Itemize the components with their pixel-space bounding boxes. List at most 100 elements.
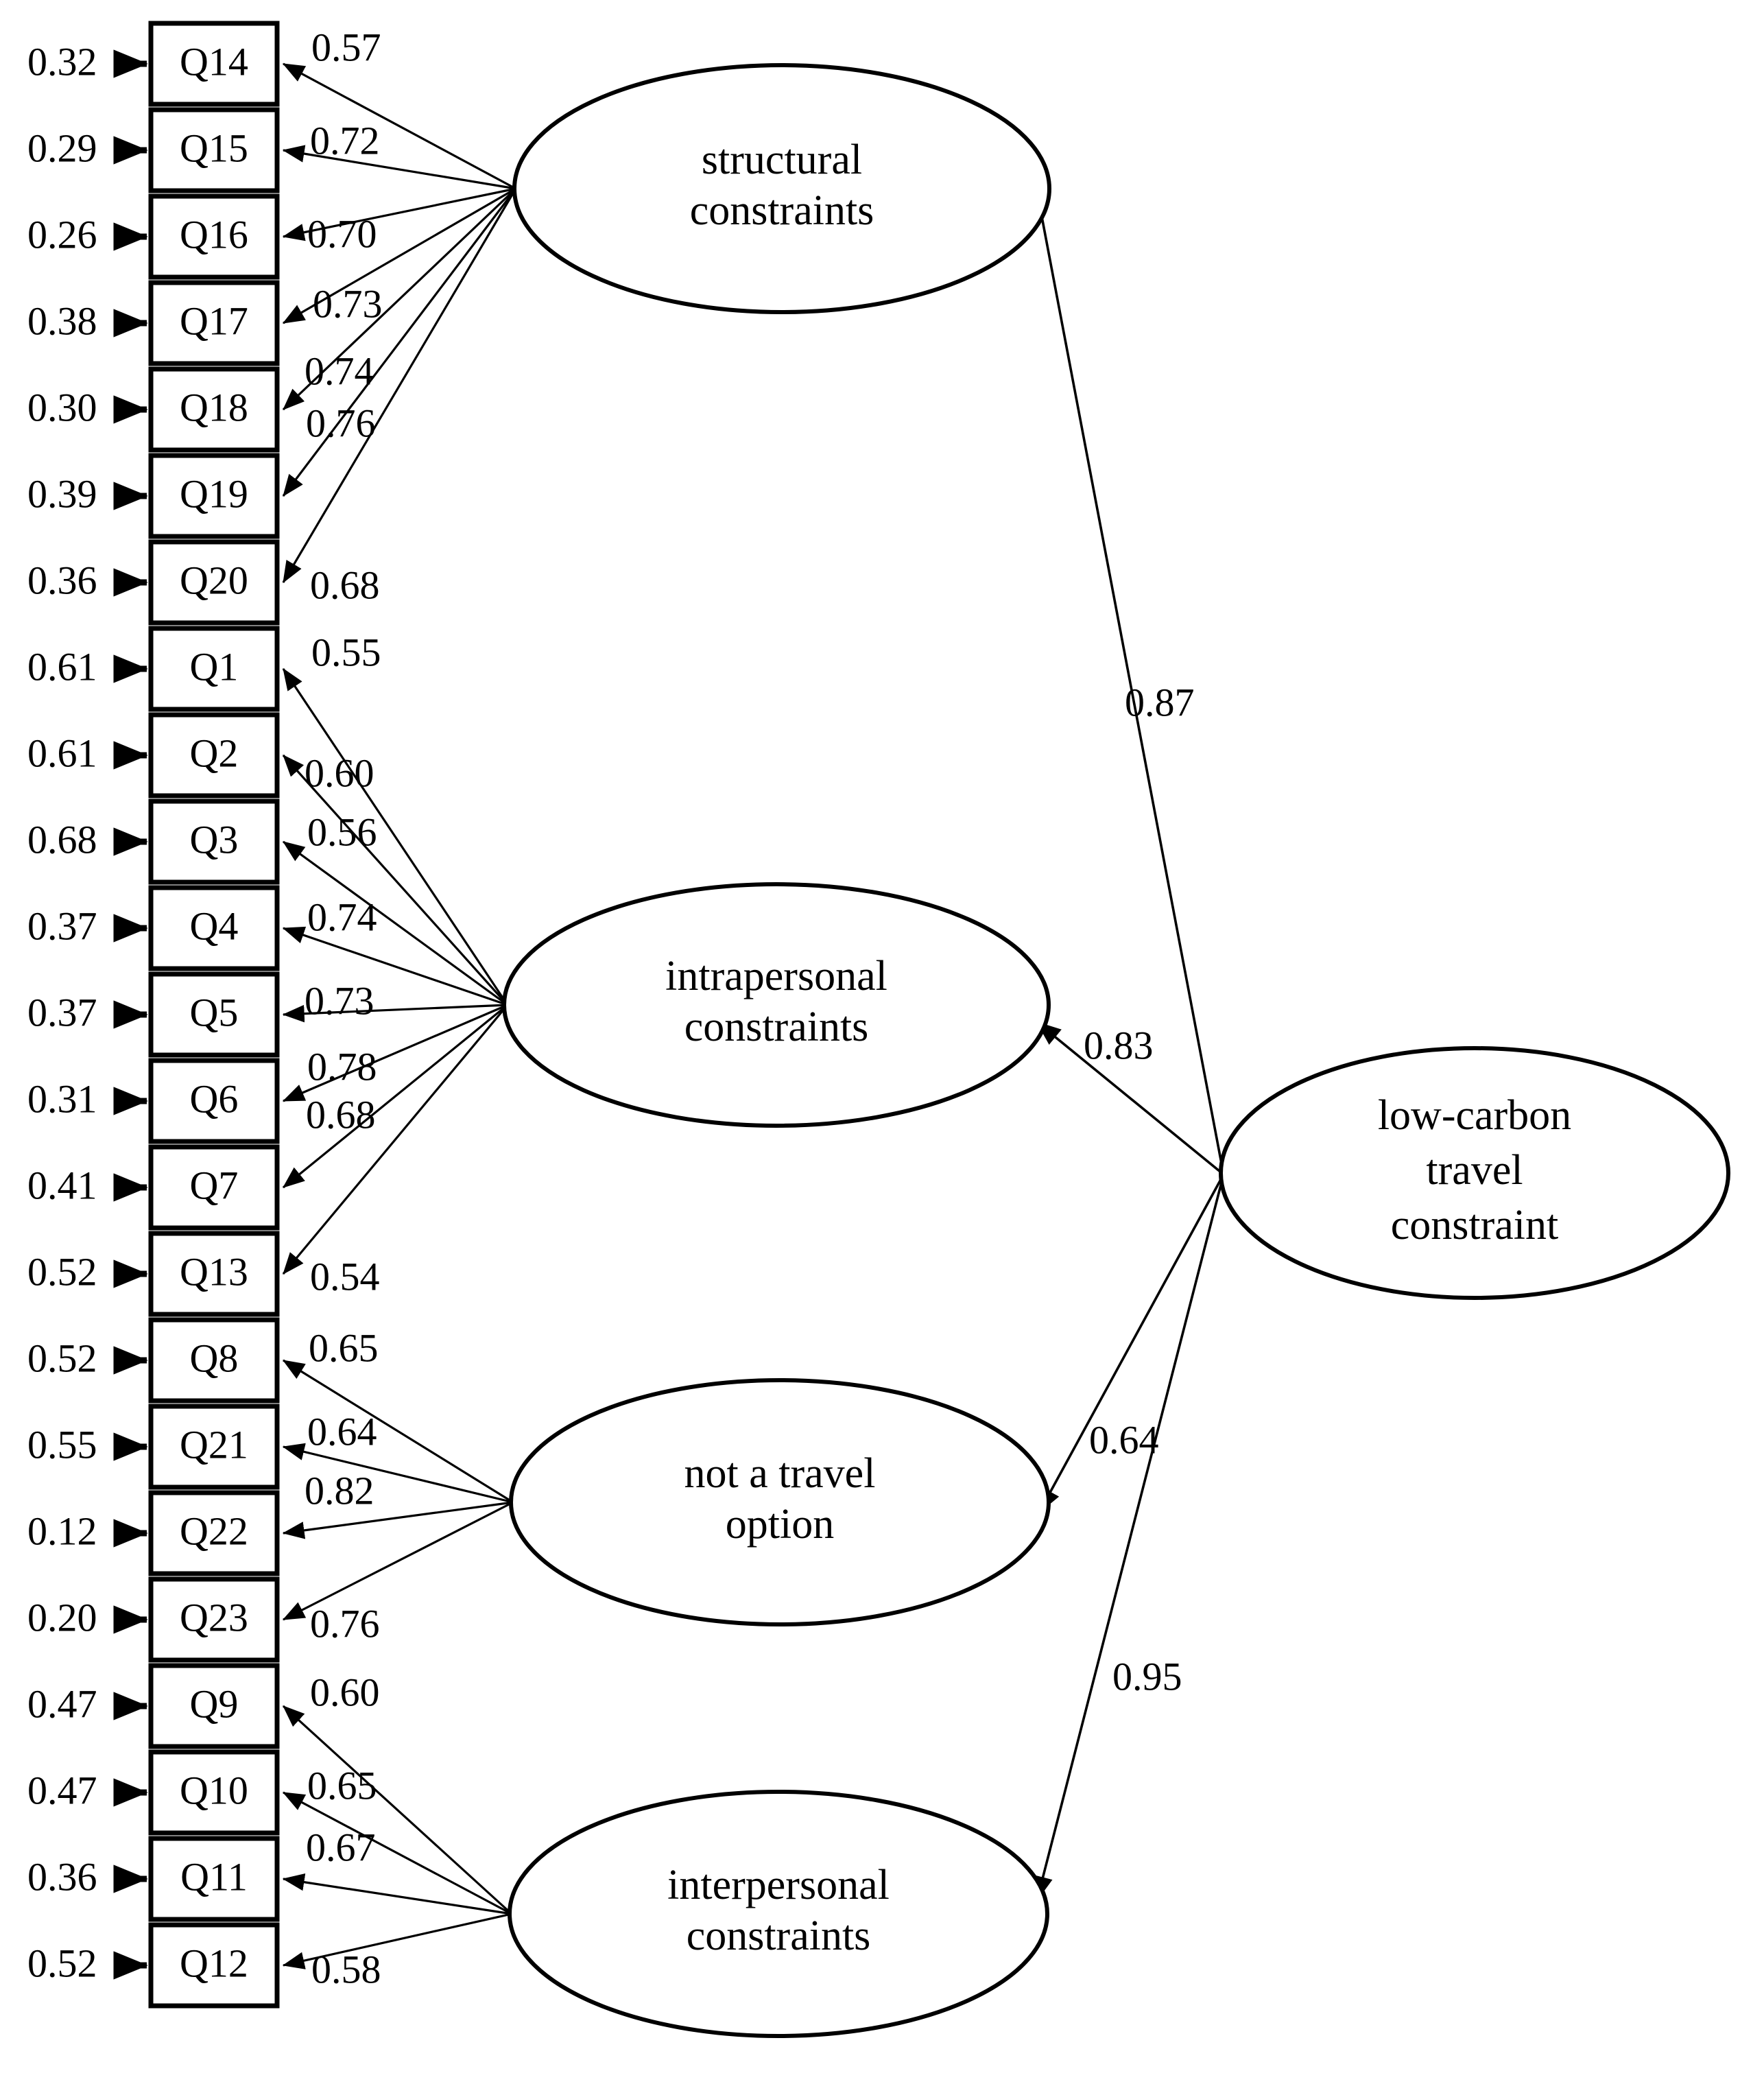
structural-path-value-interpersonal: 0.95: [1112, 1654, 1182, 1699]
loading-value-Q18: 0.74: [305, 348, 374, 393]
loading-path-interpersonal-Q9: [282, 1705, 513, 1915]
error-value-Q8: 0.52: [27, 1336, 97, 1380]
indicator-label-Q20: Q20: [180, 558, 248, 602]
loading-value-Q14: 0.57: [311, 25, 381, 69]
indicator-box-Q23[interactable]: [148, 1576, 280, 1663]
loading-path-not_a_travel_option-Q21: [282, 1443, 514, 1504]
indicator-label-Q12: Q12: [180, 1941, 248, 1985]
error-value-Q12: 0.52: [27, 1941, 97, 1985]
indicator-box-Q17[interactable]: [148, 280, 280, 366]
structural-path-value-structural: 0.87: [1125, 680, 1195, 724]
structural-path-second-order-to-intrapersonal: [1036, 1021, 1225, 1176]
structural-path-value-not_a_travel_option: 0.64: [1089, 1417, 1159, 1462]
indicator-box-Q1[interactable]: [148, 626, 280, 712]
loading-value-Q22: 0.82: [305, 1468, 374, 1513]
loading-path-intrapersonal-Q6: [282, 1004, 508, 1102]
factor-ellipse-interpersonal[interactable]: [508, 1790, 1049, 2038]
indicator-box-Q3[interactable]: [148, 798, 280, 885]
factor-label-structural-line1: structural: [702, 137, 862, 183]
loading-value-Q13: 0.54: [310, 1254, 380, 1299]
loading-value-Q12: 0.58: [311, 1947, 381, 1991]
loading-path-interpersonal-Q10: [282, 1791, 512, 1915]
loading-path-intrapersonal-Q5: [282, 1004, 508, 1023]
loading-value-Q9: 0.60: [310, 1670, 380, 1714]
loading-value-Q1: 0.55: [311, 630, 381, 674]
error-value-Q3: 0.68: [27, 817, 97, 862]
indicator-label-Q13: Q13: [180, 1249, 248, 1294]
indicator-box-Q9[interactable]: [148, 1663, 280, 1749]
loading-path-structural-Q17: [282, 187, 516, 324]
loading-value-Q5: 0.73: [305, 978, 374, 1023]
indicator-box-Q18[interactable]: [148, 366, 280, 453]
indicator-label-Q21: Q21: [180, 1422, 248, 1467]
indicator-box-Q11[interactable]: [148, 1836, 280, 1922]
loading-path-intrapersonal-Q13: [282, 1004, 509, 1275]
error-value-Q15: 0.29: [27, 126, 97, 170]
factor-label-interpersonal-line2: constraints: [687, 1913, 871, 1959]
indicator-box-Q2[interactable]: [148, 712, 280, 798]
indicator-label-Q22: Q22: [180, 1508, 248, 1553]
error-value-Q10: 0.47: [27, 1768, 97, 1812]
indicator-box-Q6[interactable]: [148, 1058, 280, 1144]
second-order-label-line1: low-carbon: [1378, 1092, 1571, 1139]
indicator-box-Q13[interactable]: [148, 1231, 280, 1317]
second-order-label-line3: constraint: [1391, 1202, 1559, 1248]
indicator-box-Q8[interactable]: [148, 1317, 280, 1404]
error-value-Q11: 0.36: [27, 1854, 97, 1899]
error-value-Q22: 0.12: [27, 1508, 97, 1553]
factor-ellipse-intrapersonal[interactable]: [502, 882, 1051, 1128]
indicator-box-Q15[interactable]: [148, 107, 280, 193]
indicator-box-Q7[interactable]: [148, 1144, 280, 1231]
loading-value-Q3: 0.56: [307, 809, 377, 854]
factor-label-not_a_travel_option-line2: option: [726, 1501, 834, 1548]
indicator-label-Q17: Q17: [180, 298, 248, 343]
factor-ellipse-structural[interactable]: [512, 63, 1051, 314]
error-value-Q2: 0.61: [27, 731, 97, 775]
factor-label-intrapersonal-line2: constraints: [684, 1004, 869, 1050]
loading-value-Q15: 0.72: [310, 118, 380, 163]
loading-path-not_a_travel_option-Q8: [282, 1359, 514, 1504]
indicator-box-Q5[interactable]: [148, 971, 280, 1058]
loading-path-intrapersonal-Q4: [282, 926, 508, 1006]
loading-path-structural-Q15: [282, 145, 516, 190]
loading-path-structural-Q18: [282, 187, 517, 411]
error-value-Q21: 0.55: [27, 1422, 97, 1467]
indicator-box-Q12[interactable]: [148, 1922, 280, 2009]
indicator-box-Q14[interactable]: [148, 21, 280, 107]
indicator-label-Q19: Q19: [180, 471, 248, 516]
loading-value-Q21: 0.64: [307, 1409, 377, 1454]
indicator-label-Q11: Q11: [180, 1854, 248, 1899]
error-value-Q4: 0.37: [27, 903, 97, 948]
loading-value-Q2: 0.60: [305, 750, 374, 795]
loading-path-interpersonal-Q11: [282, 1873, 512, 1915]
loading-path-structural-Q16: [282, 187, 516, 241]
factor-ellipse-not_a_travel_option[interactable]: [509, 1378, 1051, 1626]
second-order-factor-ellipse[interactable]: [1219, 1046, 1730, 1300]
indicator-box-Q16[interactable]: [148, 193, 280, 280]
indicator-box-Q4[interactable]: [148, 885, 280, 971]
structural-path-second-order-to-structural: [1029, 176, 1225, 1175]
indicator-label-Q6: Q6: [190, 1076, 239, 1121]
loading-value-Q7: 0.68: [306, 1092, 376, 1137]
structural-path-value-intrapersonal: 0.83: [1084, 1023, 1154, 1067]
indicator-box-Q22[interactable]: [148, 1490, 280, 1576]
error-value-Q1: 0.61: [27, 644, 97, 689]
indicator-label-Q10: Q10: [180, 1768, 248, 1812]
loading-path-structural-Q19: [282, 188, 517, 497]
loading-value-Q11: 0.67: [306, 1825, 376, 1869]
shapes-layer: [148, 21, 1730, 2038]
indicator-box-Q10[interactable]: [148, 1749, 280, 1836]
indicator-box-Q21[interactable]: [148, 1404, 280, 1490]
structural-path-second-order-to-not_a_travel_option: [1038, 1174, 1225, 1514]
indicator-box-Q19[interactable]: [148, 453, 280, 539]
factor-label-interpersonal-line1: interpersonal: [667, 1862, 890, 1908]
error-value-Q14: 0.32: [27, 39, 97, 84]
factor-label-intrapersonal-line1: intrapersonal: [665, 953, 887, 999]
structural-path-second-order-to-interpersonal: [1033, 1174, 1225, 1902]
indicator-label-Q18: Q18: [180, 385, 248, 429]
indicator-label-Q15: Q15: [180, 126, 248, 170]
indicator-label-Q23: Q23: [180, 1595, 248, 1640]
indicator-box-Q20[interactable]: [148, 539, 280, 626]
loading-path-intrapersonal-Q2: [282, 754, 509, 1006]
